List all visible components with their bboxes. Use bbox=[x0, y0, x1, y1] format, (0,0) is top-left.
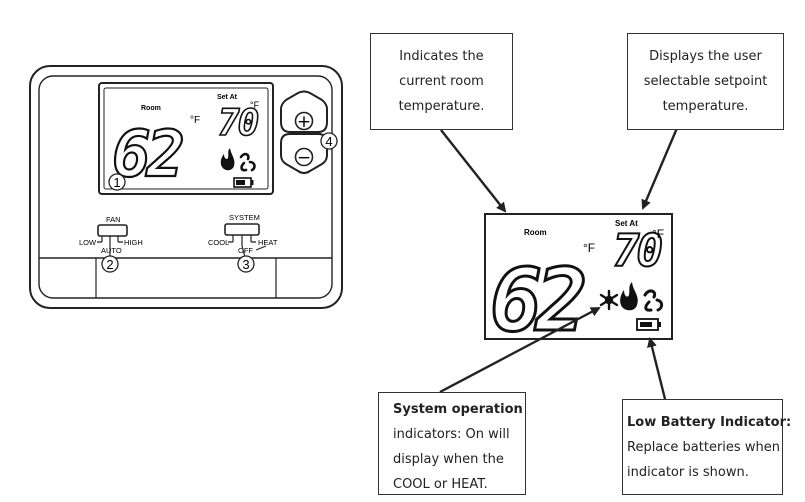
zoom-display: Room 62 °F Set At 70 °F bbox=[484, 213, 673, 353]
lcd-set-at-label: Set At bbox=[217, 94, 238, 101]
marker-4: 4 bbox=[317, 131, 338, 150]
minus-icon: − bbox=[297, 148, 311, 168]
zoom-set-unit: °F bbox=[652, 227, 664, 241]
fan-switch-auto: AUTO bbox=[101, 246, 122, 255]
svg-text:2: 2 bbox=[106, 257, 113, 272]
arrow-room-temp bbox=[440, 129, 507, 213]
fan-switch-label: FAN bbox=[106, 215, 121, 224]
thermostat-body bbox=[29, 65, 343, 309]
zoom-set-at-label: Set At bbox=[615, 219, 638, 228]
flame-icon bbox=[220, 148, 235, 171]
callout-battery: Low Battery Indicator: Replace batteries… bbox=[622, 399, 792, 495]
zoom-set-temp: 70 bbox=[613, 226, 661, 277]
fan-switch[interactable]: FAN LOW HIGH AUTO bbox=[79, 215, 143, 255]
temp-buttons bbox=[280, 90, 328, 174]
down-button[interactable]: − bbox=[294, 147, 314, 168]
marker-1: 1 bbox=[108, 173, 126, 191]
arrow-battery bbox=[647, 337, 667, 400]
battery-icon bbox=[636, 318, 661, 331]
system-switch[interactable]: SYSTEM COOL HEAT OFF bbox=[208, 213, 278, 255]
arrow-system-op bbox=[439, 306, 601, 394]
plus-icon: + bbox=[297, 112, 311, 132]
marker-3: 3 bbox=[237, 245, 267, 273]
lcd-set-temp: 70 bbox=[218, 103, 259, 144]
callout-setpoint: Displays the user selectable setpoint te… bbox=[627, 33, 784, 130]
callout-battery-title: Low Battery Indicator: bbox=[627, 415, 792, 430]
battery-icon bbox=[233, 177, 254, 188]
svg-text:1: 1 bbox=[113, 175, 120, 190]
callout-system-op-title: System operation bbox=[393, 402, 523, 417]
svg-text:4: 4 bbox=[325, 134, 332, 149]
system-switch-off: OFF bbox=[238, 246, 253, 255]
lcd-room-unit: °F bbox=[190, 115, 200, 126]
flame-icon bbox=[620, 282, 638, 311]
system-switch-label: SYSTEM bbox=[229, 213, 260, 222]
lcd-room-label: Room bbox=[141, 105, 161, 112]
fan-switch-low: LOW bbox=[79, 238, 97, 247]
lcd-set-unit: °F bbox=[250, 100, 260, 110]
fan-icon bbox=[239, 152, 256, 172]
system-switch-cool: COOL bbox=[208, 238, 229, 247]
marker-2: 2 bbox=[101, 248, 119, 273]
zoom-room-temp: 62 bbox=[490, 251, 584, 351]
zoom-room-label: Room bbox=[524, 228, 547, 237]
system-switch-heat: HEAT bbox=[258, 238, 278, 247]
up-button[interactable]: + bbox=[294, 111, 314, 132]
svg-text:3: 3 bbox=[242, 257, 249, 272]
callout-room-temp: Indicates the current room temperature. bbox=[370, 33, 513, 130]
thermostat-lcd: Room 62 °F Set At 70 °F bbox=[98, 82, 274, 195]
zoom-room-unit: °F bbox=[583, 241, 595, 255]
fan-switch-high: HIGH bbox=[124, 238, 143, 247]
snowflake-icon bbox=[599, 289, 619, 311]
fan-icon bbox=[643, 289, 664, 312]
callout-system-op: System operation indicators: On will dis… bbox=[378, 392, 526, 495]
